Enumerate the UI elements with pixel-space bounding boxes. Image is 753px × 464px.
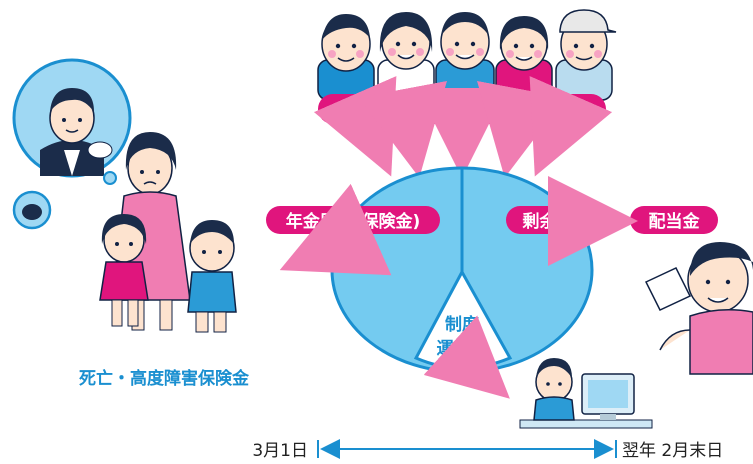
pension-fund-badge: 年金原資(保険金) [266,206,440,234]
admin-cost-label-line1: 制度 [445,314,480,335]
contributions-label: 加入者の掛金 [407,99,517,121]
surplus-label: 剰余金 [522,211,575,232]
member-illustration [555,9,617,101]
arrow [529,75,613,177]
admin-cost-arrow [423,315,510,399]
period-timeline: 3月1日 翌年 2月末日 [252,439,723,461]
member-illustration [495,16,553,101]
timeline-start-label: 3月1日 [252,441,308,461]
dividend-label: 配当金 [649,211,701,232]
arrow [358,80,447,178]
surplus-badge: 剰余金 [506,206,590,234]
member-illustration [435,12,495,101]
timeline-end-label: 翌年 2月末日 [622,441,723,461]
members-group [317,9,617,101]
member-illustration [317,14,375,101]
admin-cost-label-line2: 運営費 [437,338,488,359]
contributions-banner: 加入者の掛金 [318,94,606,124]
member-illustration [377,12,435,101]
death-benefit-label: 死亡・高度障害保険金 [79,368,250,389]
fund-pie: 制度 運営費 [330,166,594,374]
pension-fund-label: 年金原資(保険金) [286,211,421,232]
arrow [313,75,397,177]
dividend-badge: 配当金 [630,206,718,234]
arrow [477,80,566,178]
dividend-recipient-illustration [644,242,753,375]
administrator-illustration [519,358,653,429]
payout-arrow [279,183,392,276]
contribution-arrows [313,75,613,178]
bereaved-family-illustration [12,58,237,333]
